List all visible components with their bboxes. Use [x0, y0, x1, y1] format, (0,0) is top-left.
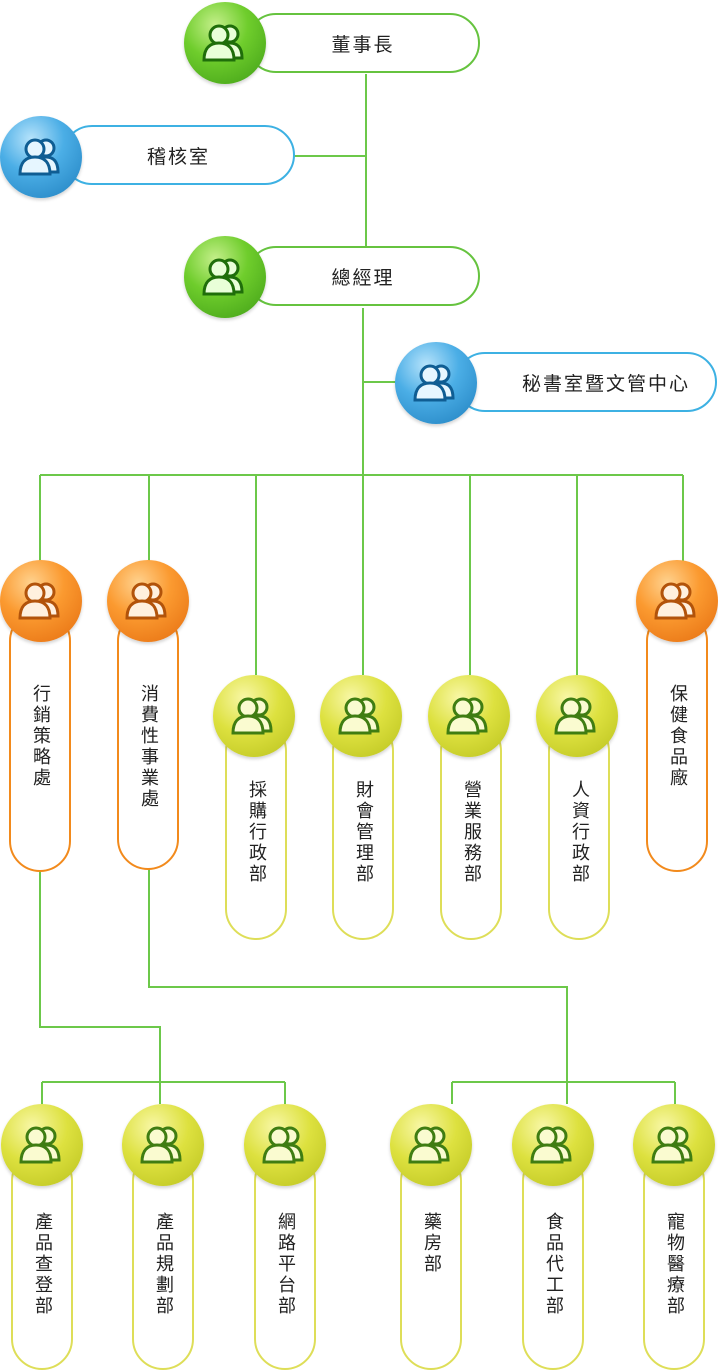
sub-oem-box[interactable]: 食品代工部 [522, 1150, 584, 1370]
person-group-icon [244, 1104, 326, 1186]
dept-marketing-label: 行銷策略處 [30, 684, 51, 789]
dept-marketing-box[interactable]: 行銷策略處 [9, 610, 71, 872]
dept-consumer-label: 消費性事業處 [138, 684, 159, 810]
sub-oem-label: 食品代工部 [543, 1212, 564, 1317]
person-group-icon [184, 2, 266, 84]
sub-planning-label: 產品規劃部 [153, 1212, 174, 1317]
sub-vet-label: 寵物醫療部 [664, 1212, 685, 1317]
person-group-icon [320, 675, 402, 757]
audit-box[interactable]: 稽核室 [62, 125, 295, 185]
person-group-icon [184, 236, 266, 318]
person-group-icon [636, 560, 718, 642]
person-group-icon [536, 675, 618, 757]
dept-finance-label: 財會管理部 [353, 780, 374, 885]
dept-health-factory-box[interactable]: 保健食品廠 [646, 610, 708, 872]
person-group-icon [122, 1104, 204, 1186]
line-consumer-down [148, 868, 568, 1082]
person-group-icon [395, 342, 477, 424]
dept-hr-label: 人資行政部 [569, 780, 590, 885]
gm-box[interactable]: 總經理 [246, 246, 480, 306]
sub-online-box[interactable]: 網路平台部 [254, 1150, 316, 1370]
sub-online-label: 網路平台部 [275, 1212, 296, 1317]
sub-inspection-label: 產品查登部 [32, 1212, 53, 1317]
dept-purchasing-label: 採購行政部 [246, 780, 267, 885]
audit-label: 稽核室 [146, 145, 210, 168]
sub-pharmacy-box[interactable]: 藥房部 [400, 1150, 462, 1370]
person-group-icon [213, 675, 295, 757]
person-group-icon [428, 675, 510, 757]
chairman-box[interactable]: 董事長 [246, 13, 480, 73]
person-group-icon [0, 560, 82, 642]
gm-label: 總經理 [331, 266, 395, 289]
chairman-label: 董事長 [331, 33, 395, 56]
sub-inspection-box[interactable]: 產品查登部 [11, 1150, 73, 1370]
dept-finance-box[interactable]: 財會管理部 [332, 720, 394, 940]
person-group-icon [107, 560, 189, 642]
secretariat-box[interactable]: 秘書室暨文管中心 [455, 352, 717, 412]
line-marketing-down [39, 870, 161, 1082]
sub-planning-box[interactable]: 產品規劃部 [132, 1150, 194, 1370]
person-group-icon [512, 1104, 594, 1186]
person-group-icon [0, 116, 82, 198]
dept-health-factory-label: 保健食品廠 [667, 684, 688, 789]
secretariat-label: 秘書室暨文管中心 [521, 372, 690, 395]
dept-consumer-box[interactable]: 消費性事業處 [117, 610, 179, 870]
sub-vet-box[interactable]: 寵物醫療部 [643, 1150, 705, 1370]
person-group-icon [1, 1104, 83, 1186]
person-group-icon [390, 1104, 472, 1186]
sub-pharmacy-label: 藥房部 [421, 1212, 442, 1275]
person-group-icon [633, 1104, 715, 1186]
dept-operations-label: 營業服務部 [461, 780, 482, 885]
